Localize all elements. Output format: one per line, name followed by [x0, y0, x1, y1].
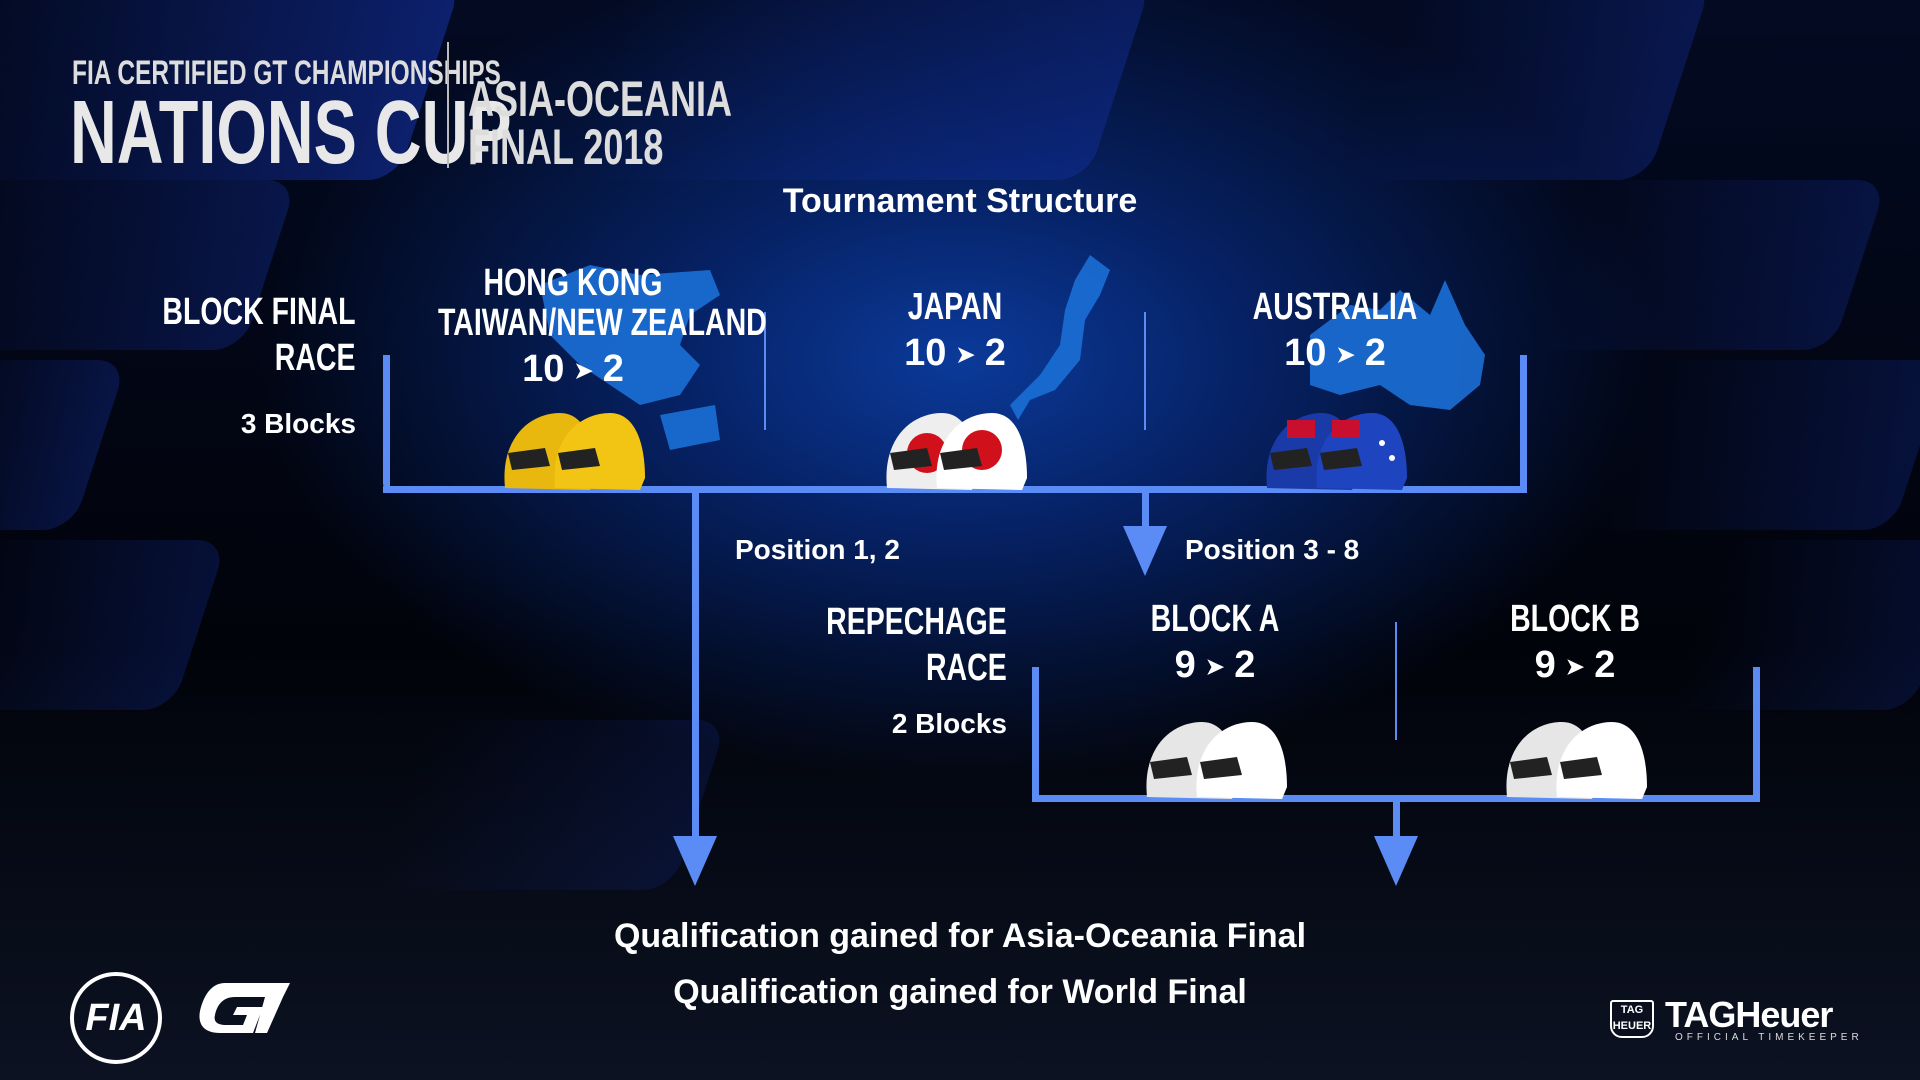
block-b: BLOCK B 9➤2 — [1510, 598, 1640, 686]
world-arrow-shaft — [1393, 800, 1400, 840]
gt-logo — [199, 983, 290, 1033]
bracket2-left — [1032, 667, 1039, 802]
bracket2-right — [1753, 667, 1760, 802]
world-arrow-head — [1374, 836, 1418, 886]
region-separator — [764, 312, 766, 430]
official-timekeeper: OFFICIAL TIMEKEEPER — [1675, 1032, 1863, 1043]
region-hongkong: HONG KONG TAIWAN/NEW ZEALAND 10➤2 — [438, 262, 767, 390]
repechage-arrow-head — [1123, 526, 1167, 576]
repechage-arrow-shaft — [1142, 490, 1149, 530]
repechage-count: 2 Blocks — [891, 708, 1007, 739]
helmet-icon-australia — [1266, 413, 1407, 490]
region-japan: JAPAN 10➤2 — [904, 286, 1006, 374]
event-year: FINAL 2018 — [468, 119, 664, 175]
bracket-left — [383, 355, 390, 490]
advance-arrow-shaft — [692, 490, 699, 840]
block-a: BLOCK A 9➤2 — [1150, 598, 1280, 686]
tagheuer-wordmark: TAGHeuer — [1665, 994, 1833, 1035]
helmet-icon-yellow — [504, 413, 645, 490]
position-advance-label: Position 1, 2 — [735, 534, 900, 565]
helmet-icon-white — [1506, 722, 1647, 799]
advance-arrow-head — [673, 836, 717, 886]
block-final-count: 3 Blocks — [240, 408, 356, 439]
helmet-icon-white — [1146, 722, 1287, 799]
position-repechage-label: Position 3 - 8 — [1185, 534, 1360, 565]
structure-title: Tournament Structure — [782, 182, 1138, 220]
asia-map-icon — [540, 265, 720, 450]
event-name: ASIA-OCEANIA — [468, 71, 733, 127]
fia-logo: FIA — [70, 972, 162, 1064]
australia-map-icon — [1310, 280, 1485, 410]
bg-stripe — [1592, 360, 1920, 530]
japan-map-icon — [1010, 255, 1110, 420]
header-divider — [447, 42, 449, 168]
region-australia: AUSTRALIA 10➤2 — [1252, 286, 1418, 374]
qualification-asia: Qualification gained for Asia-Oceania Fi… — [613, 917, 1307, 955]
region-separator — [1144, 312, 1146, 430]
helmet-icon-japan — [886, 413, 1027, 490]
bracket2-bottom — [1032, 795, 1760, 802]
tagheuer-shield-logo: TAG HEUER — [1610, 1000, 1654, 1038]
header-title: NATIONS CUP — [70, 83, 512, 183]
bracket-right — [1520, 355, 1527, 490]
qualification-world: Qualification gained for World Final — [673, 973, 1247, 1011]
block-separator — [1395, 622, 1397, 740]
header-subtitle: FIA CERTIFIED GT CHAMPIONSHIPS — [72, 54, 501, 92]
